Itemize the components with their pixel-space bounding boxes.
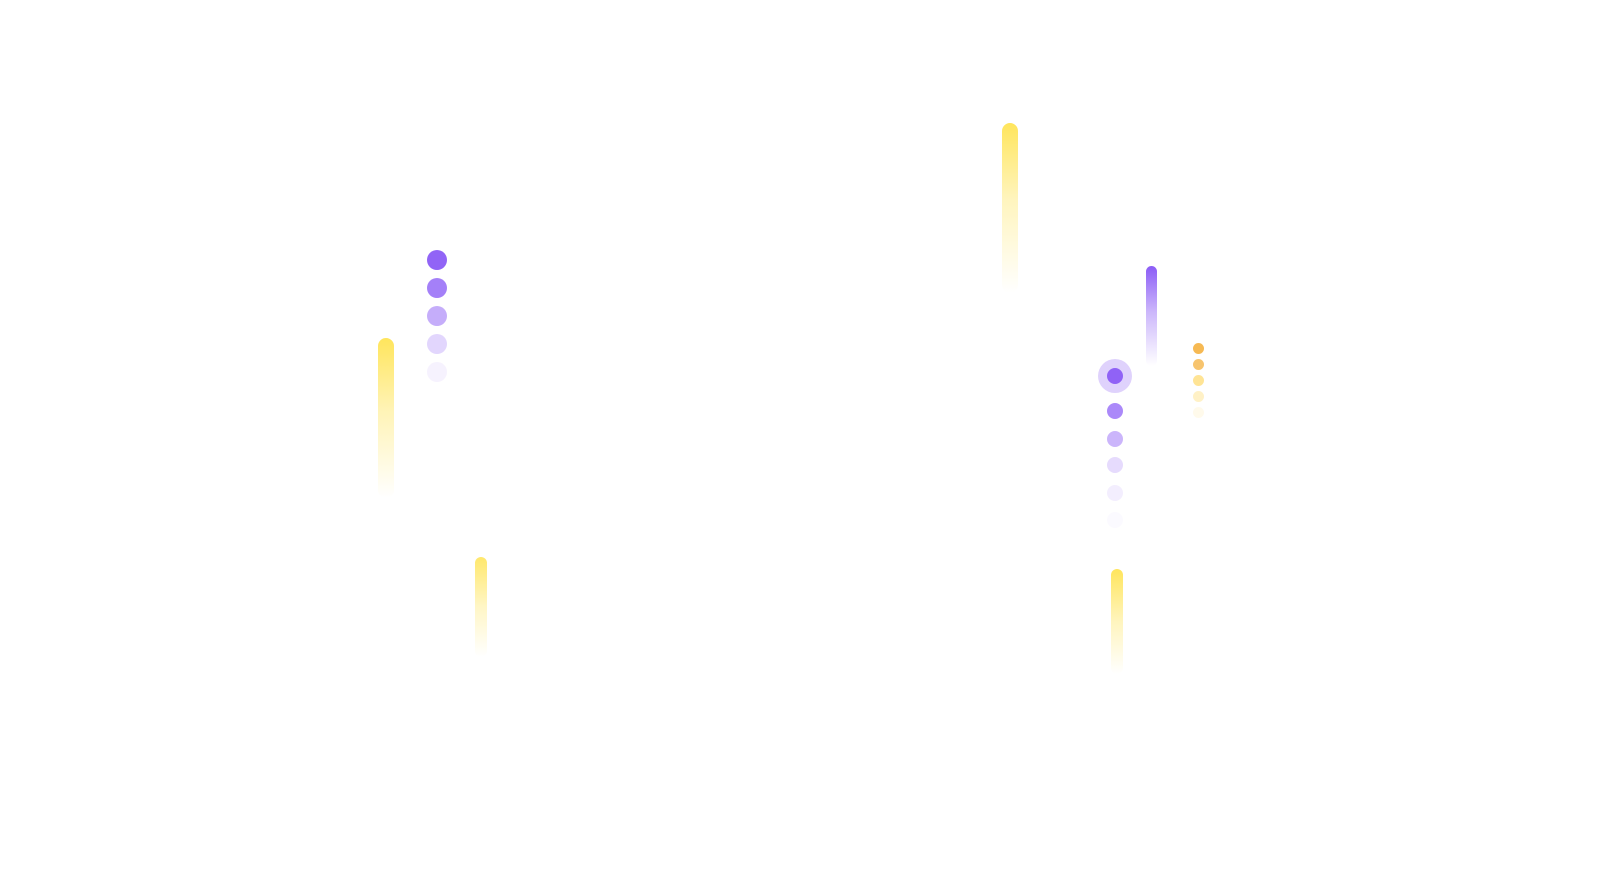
orange-dot-icon xyxy=(1193,343,1204,354)
orange-dot-icon xyxy=(1193,391,1204,402)
purple-dot-icon xyxy=(427,362,447,382)
purple-dot-icon xyxy=(427,306,447,326)
purple-dot-icon xyxy=(1107,457,1123,473)
yellow-streak-icon xyxy=(1111,569,1123,674)
purple-dot-icon xyxy=(1107,512,1123,528)
purple-dot-icon xyxy=(427,250,447,270)
purple-streak-icon xyxy=(1146,266,1157,366)
purple-dot-icon xyxy=(427,278,447,298)
purple-dot-icon xyxy=(1107,403,1123,419)
yellow-streak-icon xyxy=(378,338,394,498)
purple-dot-icon xyxy=(1107,431,1123,447)
orange-dot-icon xyxy=(1193,375,1204,386)
yellow-streak-icon xyxy=(475,557,487,657)
orange-dot-icon xyxy=(1193,407,1204,418)
purple-dot-icon xyxy=(427,334,447,354)
yellow-streak-icon xyxy=(1002,123,1018,293)
orange-dot-icon xyxy=(1193,359,1204,370)
purple-dot-icon xyxy=(1107,485,1123,501)
purple-dot-icon xyxy=(1107,368,1123,384)
